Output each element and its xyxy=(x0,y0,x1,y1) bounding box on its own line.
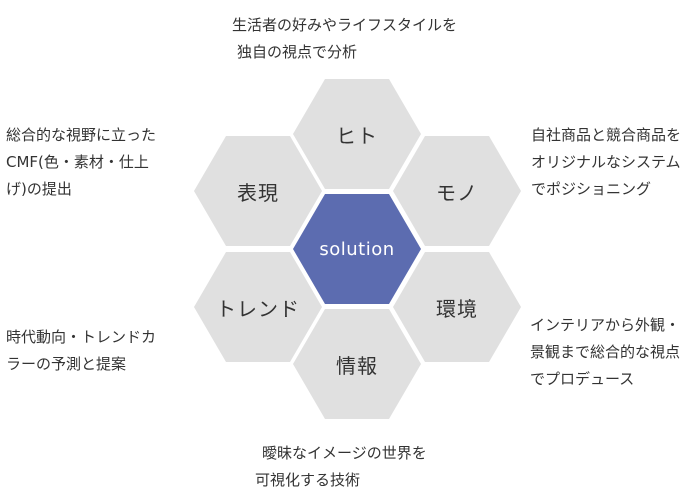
annotation-top-right-line-3: でポジショニング xyxy=(531,180,652,198)
hexagon-kankyo-label: 環境 xyxy=(436,296,478,321)
hexagon-trend-label: トレンド xyxy=(216,296,300,321)
annotation-top-right-line-2: オリジナルなシステム xyxy=(531,153,681,171)
annotation-bottom-line-1: 曖昧なイメージの世界を xyxy=(262,444,427,462)
hexagon-hito-label: ヒト xyxy=(336,123,378,148)
annotation-bottom-line-2: 可視化する技術 xyxy=(255,471,361,489)
hexagon-hyogen: 表現 xyxy=(194,136,322,246)
hexagon-kankyo: 環境 xyxy=(393,252,521,362)
hexagon-joho-label: 情報 xyxy=(336,353,378,378)
hexagon-mono-label: モノ xyxy=(436,180,478,205)
annotation-top-right: 自社商品と競合商品を オリジナルなシステム でポジショニング xyxy=(531,122,681,203)
annotation-bottom-left-line-1: 時代動向・トレンドカ xyxy=(6,328,157,346)
hexagon-solution: solution xyxy=(293,194,421,304)
hexagon-solution-label: solution xyxy=(319,238,395,260)
hexagon-trend: トレンド xyxy=(194,252,322,362)
annotation-top-left-line-1: 総合的な視野に立った xyxy=(6,126,157,144)
annotation-bottom: 曖昧なイメージの世界を 可視化する技術 xyxy=(255,440,427,494)
annotation-top-left: 総合的な視野に立った CMF(色・素材・仕上 げ)の提出 xyxy=(6,122,156,203)
annotation-top-line-2: 独自の視点で分析 xyxy=(237,43,358,61)
annotation-top-left-line-3: げ)の提出 xyxy=(6,180,72,198)
annotation-bottom-left: 時代動向・トレンドカ ラーの予測と提案 xyxy=(6,324,156,378)
annotation-bottom-right-line-2: 景観まで総合的な視点 xyxy=(530,343,681,361)
annotation-top-line-1: 生活者の好みやライフスタイルを xyxy=(232,16,458,34)
annotation-bottom-left-line-2: ラーの予測と提案 xyxy=(6,355,127,373)
hexagon-joho: 情報 xyxy=(293,309,421,419)
annotation-top: 生活者の好みやライフスタイルを 独自の視点で分析 xyxy=(232,12,457,66)
hexagon-hyogen-label: 表現 xyxy=(237,180,279,205)
hexagon-hito: ヒト xyxy=(293,79,421,189)
annotation-bottom-right: インテリアから外観・ 景観まで総合的な視点 でプロデュース xyxy=(530,312,680,393)
annotation-bottom-right-line-1: インテリアから外観・ xyxy=(530,316,681,334)
hexagon-mono: モノ xyxy=(393,136,521,246)
annotation-bottom-right-line-3: でプロデュース xyxy=(530,370,635,388)
annotation-top-left-line-2: CMF(色・素材・仕上 xyxy=(6,153,149,171)
annotation-top-right-line-1: 自社商品と競合商品を xyxy=(531,126,682,144)
